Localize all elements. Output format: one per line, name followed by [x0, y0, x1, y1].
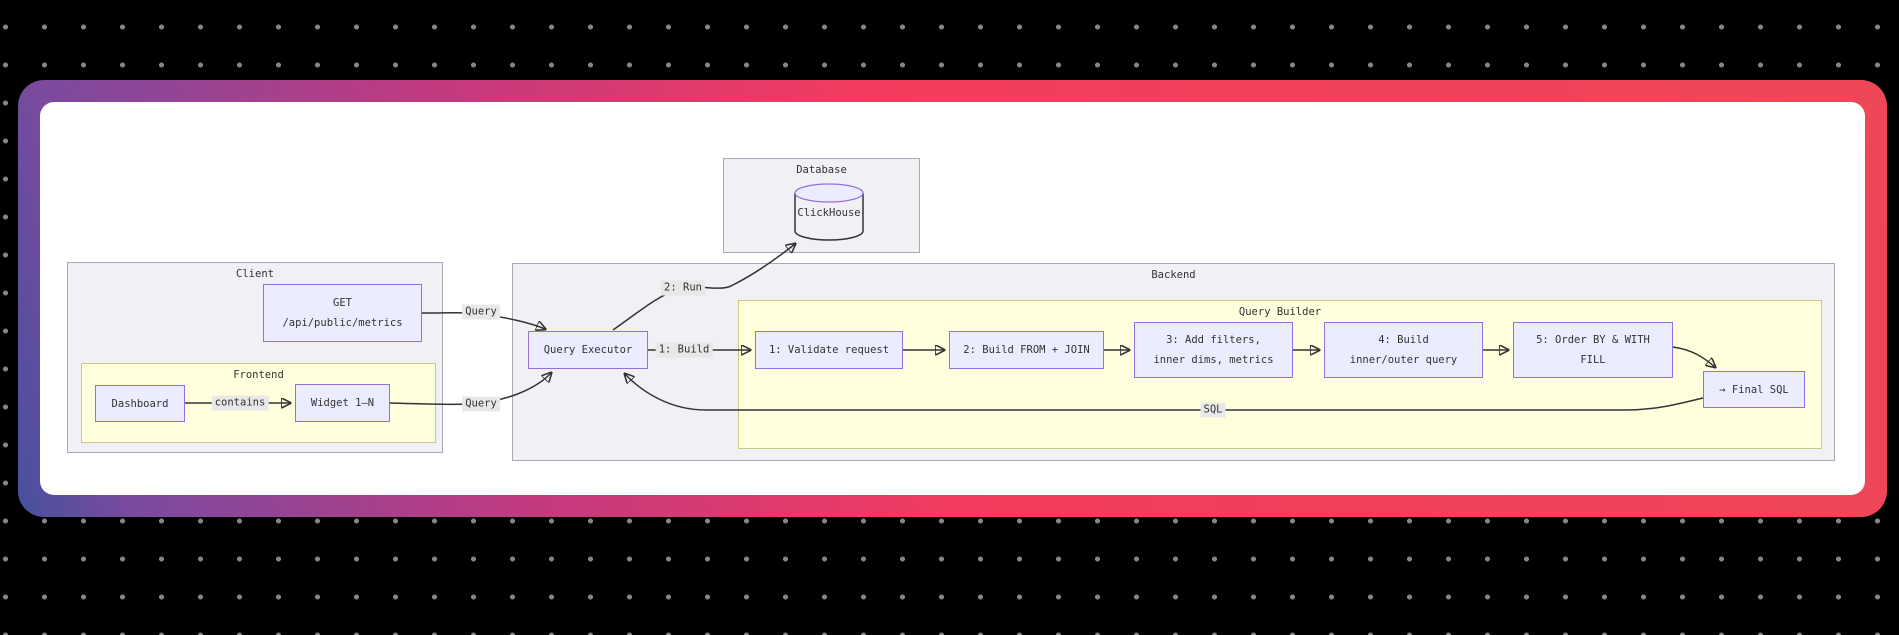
edge-orderby-to-finalsql: [1672, 346, 1715, 367]
cluster-backend-title: Backend: [1151, 269, 1196, 281]
node-get-endpoint-line2: /api/public/metrics: [282, 317, 403, 329]
edge-label-sql: SQL: [1200, 402, 1226, 418]
node-order-by-with-fill: 5: Order BY & WITH FILL: [1513, 322, 1673, 378]
edge-executor-to-clickhouse: [612, 244, 795, 331]
node-dashboard-label: Dashboard: [111, 397, 169, 410]
cluster-client-title: Client: [236, 268, 274, 280]
edge-label-query-widget: Query: [462, 396, 500, 412]
node-get-endpoint-line1: GET: [333, 297, 352, 309]
node-build-inner-outer-line2: inner/outer query: [1349, 354, 1458, 366]
node-widget-label: Widget 1–N: [310, 397, 375, 409]
node-add-filters-line1: 3: Add filters,: [1166, 334, 1261, 346]
node-query-executor: Query Executor: [528, 331, 648, 369]
node-build-from-join-label: 2: Build FROM + JOIN: [963, 344, 1090, 356]
edge-label-contains: contains: [211, 395, 269, 411]
node-final-sql: → Final SQL: [1703, 371, 1805, 408]
edge-label-query-get: Query: [462, 304, 500, 320]
node-validate-request: 1: Validate request: [755, 331, 903, 369]
node-add-filters: 3: Add filters, inner dims, metrics: [1134, 322, 1293, 378]
node-build-inner-outer: 4: Build inner/outer query: [1324, 322, 1483, 378]
edge-label-run: 2: Run: [661, 280, 705, 296]
cluster-database-title: Database: [796, 164, 847, 176]
node-build-inner-outer-line1: 4: Build: [1378, 334, 1429, 346]
node-final-sql-label: → Final SQL: [1719, 383, 1789, 396]
node-widget: Widget 1–N: [295, 384, 390, 422]
cluster-query-builder-title: Query Builder: [1238, 306, 1322, 318]
edge-label-build: 1: Build: [655, 342, 713, 358]
node-validate-request-label: 1: Validate request: [768, 344, 890, 356]
edge-finalsql-to-executor: [625, 374, 1704, 411]
node-dashboard: Dashboard: [95, 385, 185, 422]
cluster-frontend-title: Frontend: [233, 369, 284, 381]
cluster-database: Database: [723, 158, 920, 253]
node-add-filters-line2: inner dims, metrics: [1153, 354, 1274, 366]
clickhouse-cylinder: [794, 183, 864, 241]
node-query-executor-label: Query Executor: [543, 344, 633, 356]
node-build-from-join: 2: Build FROM + JOIN: [949, 331, 1104, 369]
node-order-by-with-fill-line1: 5: Order BY & WITH: [1536, 334, 1650, 346]
node-clickhouse-label: ClickHouse: [797, 207, 861, 219]
node-order-by-with-fill-line2: FILL: [1580, 354, 1606, 366]
node-get-endpoint: GET /api/public/metrics: [263, 284, 422, 342]
